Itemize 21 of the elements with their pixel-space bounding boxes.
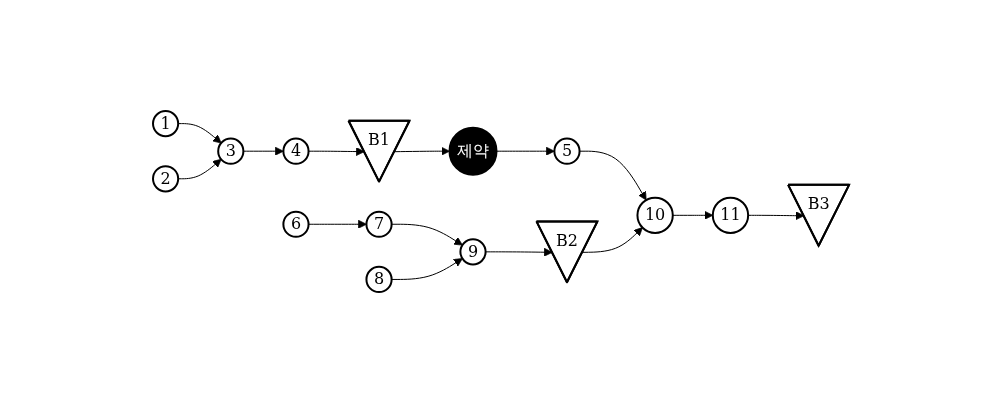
node-circle: 7 (365, 210, 393, 238)
arrow (308, 219, 367, 229)
node-circle: 10 (636, 196, 674, 234)
node-circle: 2 (151, 165, 180, 193)
node-circle: 3 (217, 137, 245, 165)
arrow (391, 223, 463, 246)
arrow (672, 210, 714, 220)
arrow (308, 147, 365, 156)
node-circle: 4 (282, 137, 310, 165)
node-circle: 5 (553, 137, 581, 165)
arrow (485, 247, 553, 257)
node-circle: 1 (151, 110, 180, 138)
node-circle: 제약 (448, 126, 498, 176)
node-circle: 8 (365, 265, 393, 293)
node-circle: 11 (711, 196, 750, 234)
arrow (391, 258, 463, 280)
arrow (579, 150, 647, 201)
node-circle: 9 (459, 238, 487, 266)
arrow (394, 146, 450, 156)
arrow (582, 227, 643, 253)
node-circle: 6 (282, 210, 310, 238)
